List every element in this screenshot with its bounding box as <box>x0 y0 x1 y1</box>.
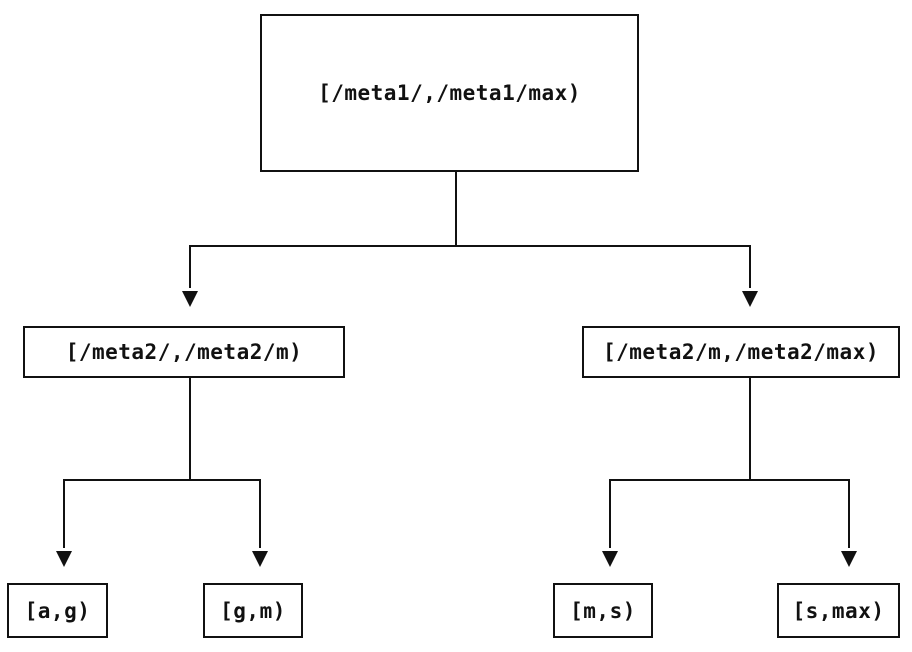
arrow-down-icon <box>602 551 618 567</box>
connector-level1-rail <box>189 245 751 247</box>
tree-node-root: [/meta1/,/meta1/max) <box>260 14 639 172</box>
connector-leaf-ag-drop <box>63 479 65 548</box>
connector-root-stem <box>455 171 457 247</box>
tree-node-leaf-smax: [s,max) <box>777 583 900 638</box>
arrow-down-icon <box>841 551 857 567</box>
arrow-down-icon <box>56 551 72 567</box>
arrow-down-icon <box>742 291 758 307</box>
connector-meta2-low-stem <box>189 378 191 481</box>
tree-node-leaf-ag: [a,g) <box>7 583 108 638</box>
connector-leaf-smax-drop <box>848 479 850 548</box>
tree-node-leaf-gm: [g,m) <box>203 583 303 638</box>
connector-right-rail <box>609 479 850 481</box>
connector-level1-left-drop <box>189 245 191 288</box>
connector-left-rail <box>63 479 261 481</box>
connector-meta2-high-stem <box>749 378 751 481</box>
tree-node-leaf-ms: [m,s) <box>553 583 653 638</box>
connector-leaf-ms-drop <box>609 479 611 548</box>
connector-level1-right-drop <box>749 245 751 288</box>
connector-leaf-gm-drop <box>259 479 261 548</box>
arrow-down-icon <box>182 291 198 307</box>
tree-node-meta2-low: [/meta2/,/meta2/m) <box>23 326 345 378</box>
tree-node-meta2-high: [/meta2/m,/meta2/max) <box>582 326 900 378</box>
arrow-down-icon <box>252 551 268 567</box>
